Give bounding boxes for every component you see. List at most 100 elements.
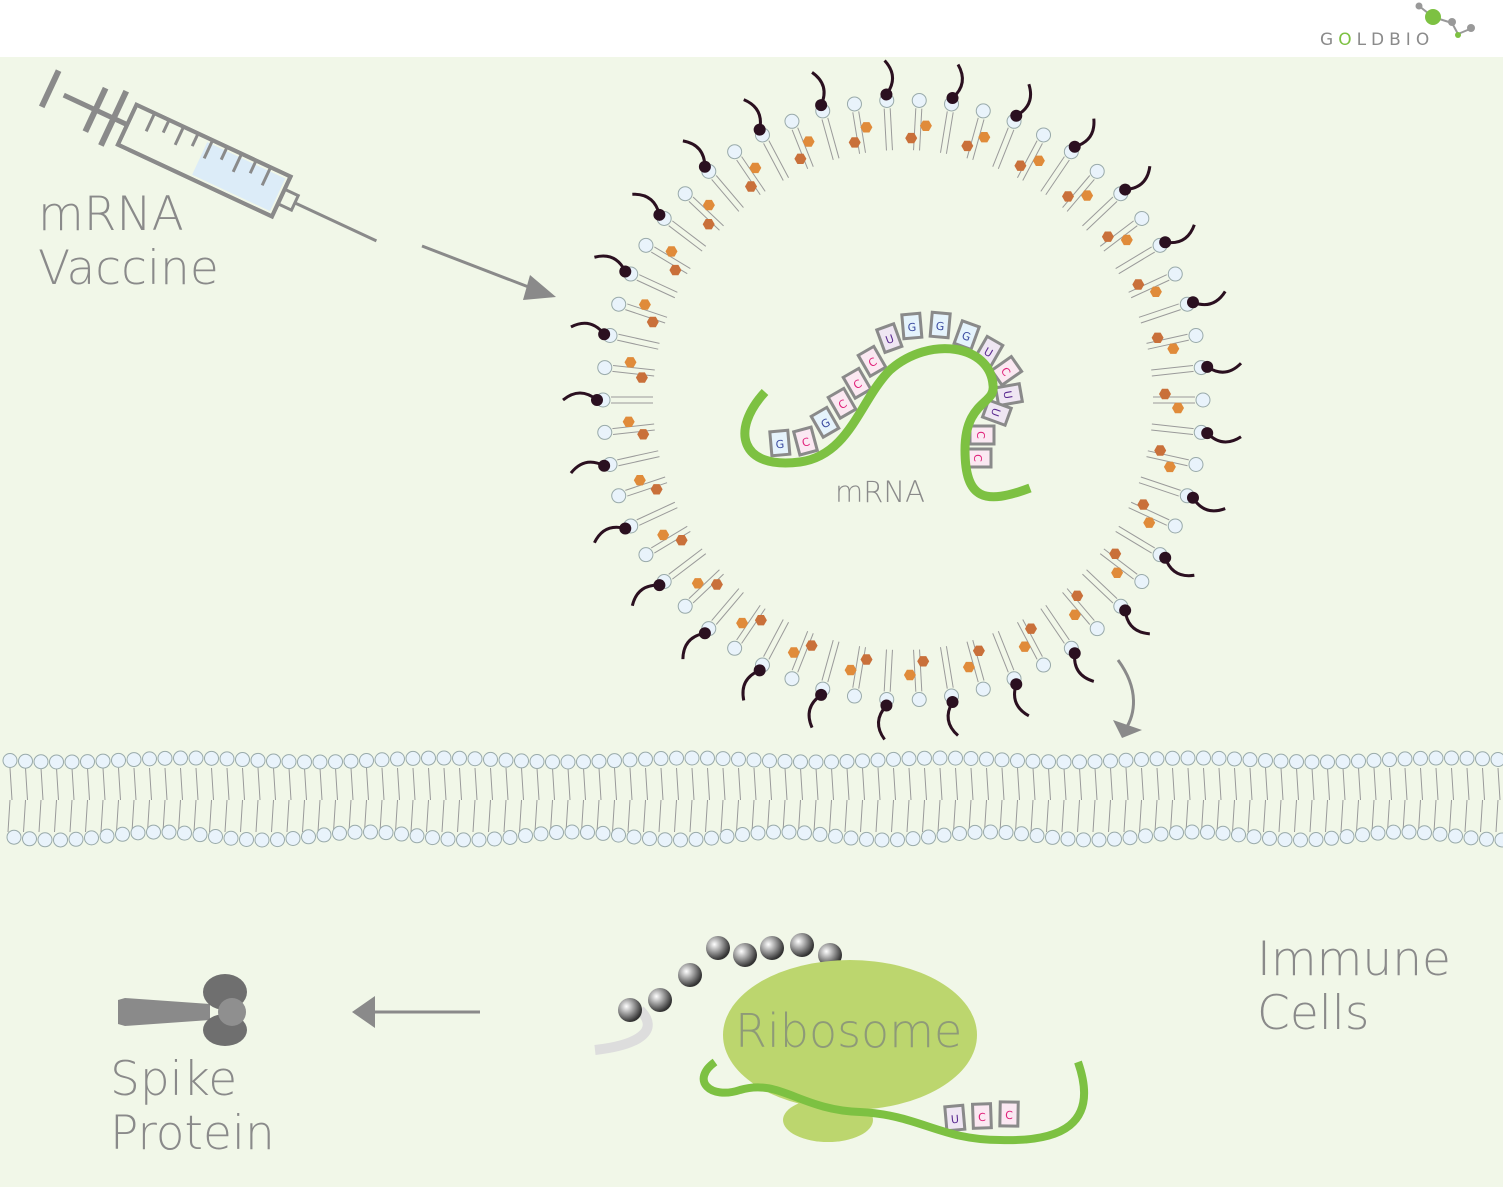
vaccine-label-line2: Vaccine — [38, 241, 219, 297]
lipid-tail — [612, 423, 655, 430]
cholesterol-hexagon — [972, 645, 985, 656]
membrane-tail — [1311, 767, 1315, 801]
lipid-unit — [741, 619, 789, 701]
membrane-tail — [534, 799, 538, 833]
membrane-tail — [410, 799, 414, 833]
lipid-tail — [889, 108, 893, 151]
lipid-unit — [961, 103, 991, 161]
membrane-tail — [443, 767, 447, 801]
lipid-tail — [972, 639, 985, 681]
membrane-head-bottom — [735, 826, 750, 842]
membrane-tail — [614, 767, 617, 801]
mrna-label: mRNA — [835, 475, 925, 509]
membrane-tail — [1263, 799, 1266, 833]
membrane-head-bottom — [84, 830, 99, 846]
membrane-head-bottom — [549, 825, 564, 841]
lipid-head — [638, 237, 654, 253]
lipid-tail — [736, 604, 761, 641]
membrane-tail — [782, 799, 786, 833]
peg-chain — [807, 693, 823, 729]
membrane-tail — [350, 767, 354, 801]
membrane-tail — [1340, 799, 1344, 833]
membrane-head-top — [64, 754, 80, 770]
peg-chain — [1015, 83, 1033, 118]
amino-acid-bead — [618, 998, 642, 1022]
ribosome-label: Ribosome — [735, 1004, 963, 1058]
membrane-tail — [1108, 799, 1111, 833]
membrane-head-top — [948, 750, 963, 766]
cholesterol-hexagon — [702, 219, 715, 230]
lipid-tail — [627, 482, 668, 497]
syringe-tick — [161, 119, 171, 134]
membrane-tail — [457, 799, 460, 833]
membrane-head-top — [266, 753, 281, 769]
membrane-head-bottom — [518, 828, 533, 844]
cholesterol-hexagon — [754, 615, 767, 626]
membrane-tail — [1063, 767, 1067, 801]
lipid-head — [846, 688, 862, 704]
membrane-tail — [71, 767, 75, 801]
lipid-tail — [883, 649, 887, 692]
lipid-tail — [1115, 531, 1152, 554]
lipid-head — [611, 296, 627, 312]
membrane-head-top — [514, 753, 529, 769]
membrane-head-bottom — [502, 829, 518, 845]
lipid-tail — [1086, 569, 1118, 599]
membrane-head-top — [1289, 754, 1304, 770]
spike-label-line1: Spike — [110, 1052, 238, 1107]
membrane-tail — [1433, 799, 1437, 833]
membrane-tail — [598, 767, 602, 801]
lipid-unit — [811, 71, 840, 161]
cholesterol-hexagon — [1151, 332, 1164, 343]
membrane-head-bottom — [890, 832, 905, 848]
peg-chain — [743, 98, 762, 130]
membrane-tail — [459, 767, 462, 801]
cholesterol-hexagon — [1149, 286, 1162, 297]
membrane-head-top — [1103, 753, 1118, 769]
membrane-head-top — [855, 753, 870, 769]
membrane-tail — [1280, 767, 1284, 801]
lipid-unit — [594, 254, 678, 299]
membrane-tail — [304, 767, 307, 801]
lipid-tail — [797, 633, 814, 673]
membrane-tail — [970, 767, 974, 801]
cholesterol-hexagon — [657, 529, 670, 541]
membrane-tail — [1046, 799, 1049, 833]
immune-cells-label: Immune Cells — [1257, 932, 1451, 1041]
membrane-tail — [1480, 799, 1483, 833]
membrane-head-top — [18, 753, 33, 769]
lipid-unit — [1062, 588, 1105, 637]
membrane-head-top — [669, 750, 684, 766]
membrane-head-top — [963, 750, 979, 766]
cholesterol-hexagon — [1081, 190, 1094, 201]
nucleotide-box — [980, 398, 1014, 428]
lipid-tail — [966, 641, 979, 683]
lipid-tail — [919, 108, 923, 151]
membrane-head-bottom — [595, 825, 611, 841]
logo-o: O — [1338, 30, 1357, 50]
membrane-head-bottom — [394, 826, 409, 842]
cholesterol-hexagon — [745, 181, 757, 192]
lipid-unit — [962, 639, 991, 697]
membrane-head-bottom — [952, 825, 967, 841]
membrane-head-bottom — [750, 825, 766, 841]
peg-chain — [1123, 610, 1150, 636]
membrane-head-bottom — [22, 831, 37, 847]
lipid-tail — [1082, 573, 1114, 604]
lipid-tail — [1103, 548, 1138, 575]
cholesterol-hexagon — [624, 357, 637, 368]
nucleotide: U — [993, 381, 1025, 408]
peg-chain — [562, 391, 598, 402]
membrane-head-top — [746, 752, 762, 768]
membrane-head-top — [917, 750, 932, 766]
membrane-tail — [1110, 767, 1113, 801]
peg-chain — [632, 192, 661, 216]
membrane-tail — [968, 799, 972, 833]
membrane-head-bottom — [1076, 832, 1091, 848]
membrane-head-bottom — [1463, 830, 1479, 846]
membrane-head-bottom — [843, 830, 859, 846]
membrane-tail — [1497, 767, 1501, 801]
membrane-tail — [1218, 767, 1222, 801]
syringe-tick — [202, 139, 214, 159]
